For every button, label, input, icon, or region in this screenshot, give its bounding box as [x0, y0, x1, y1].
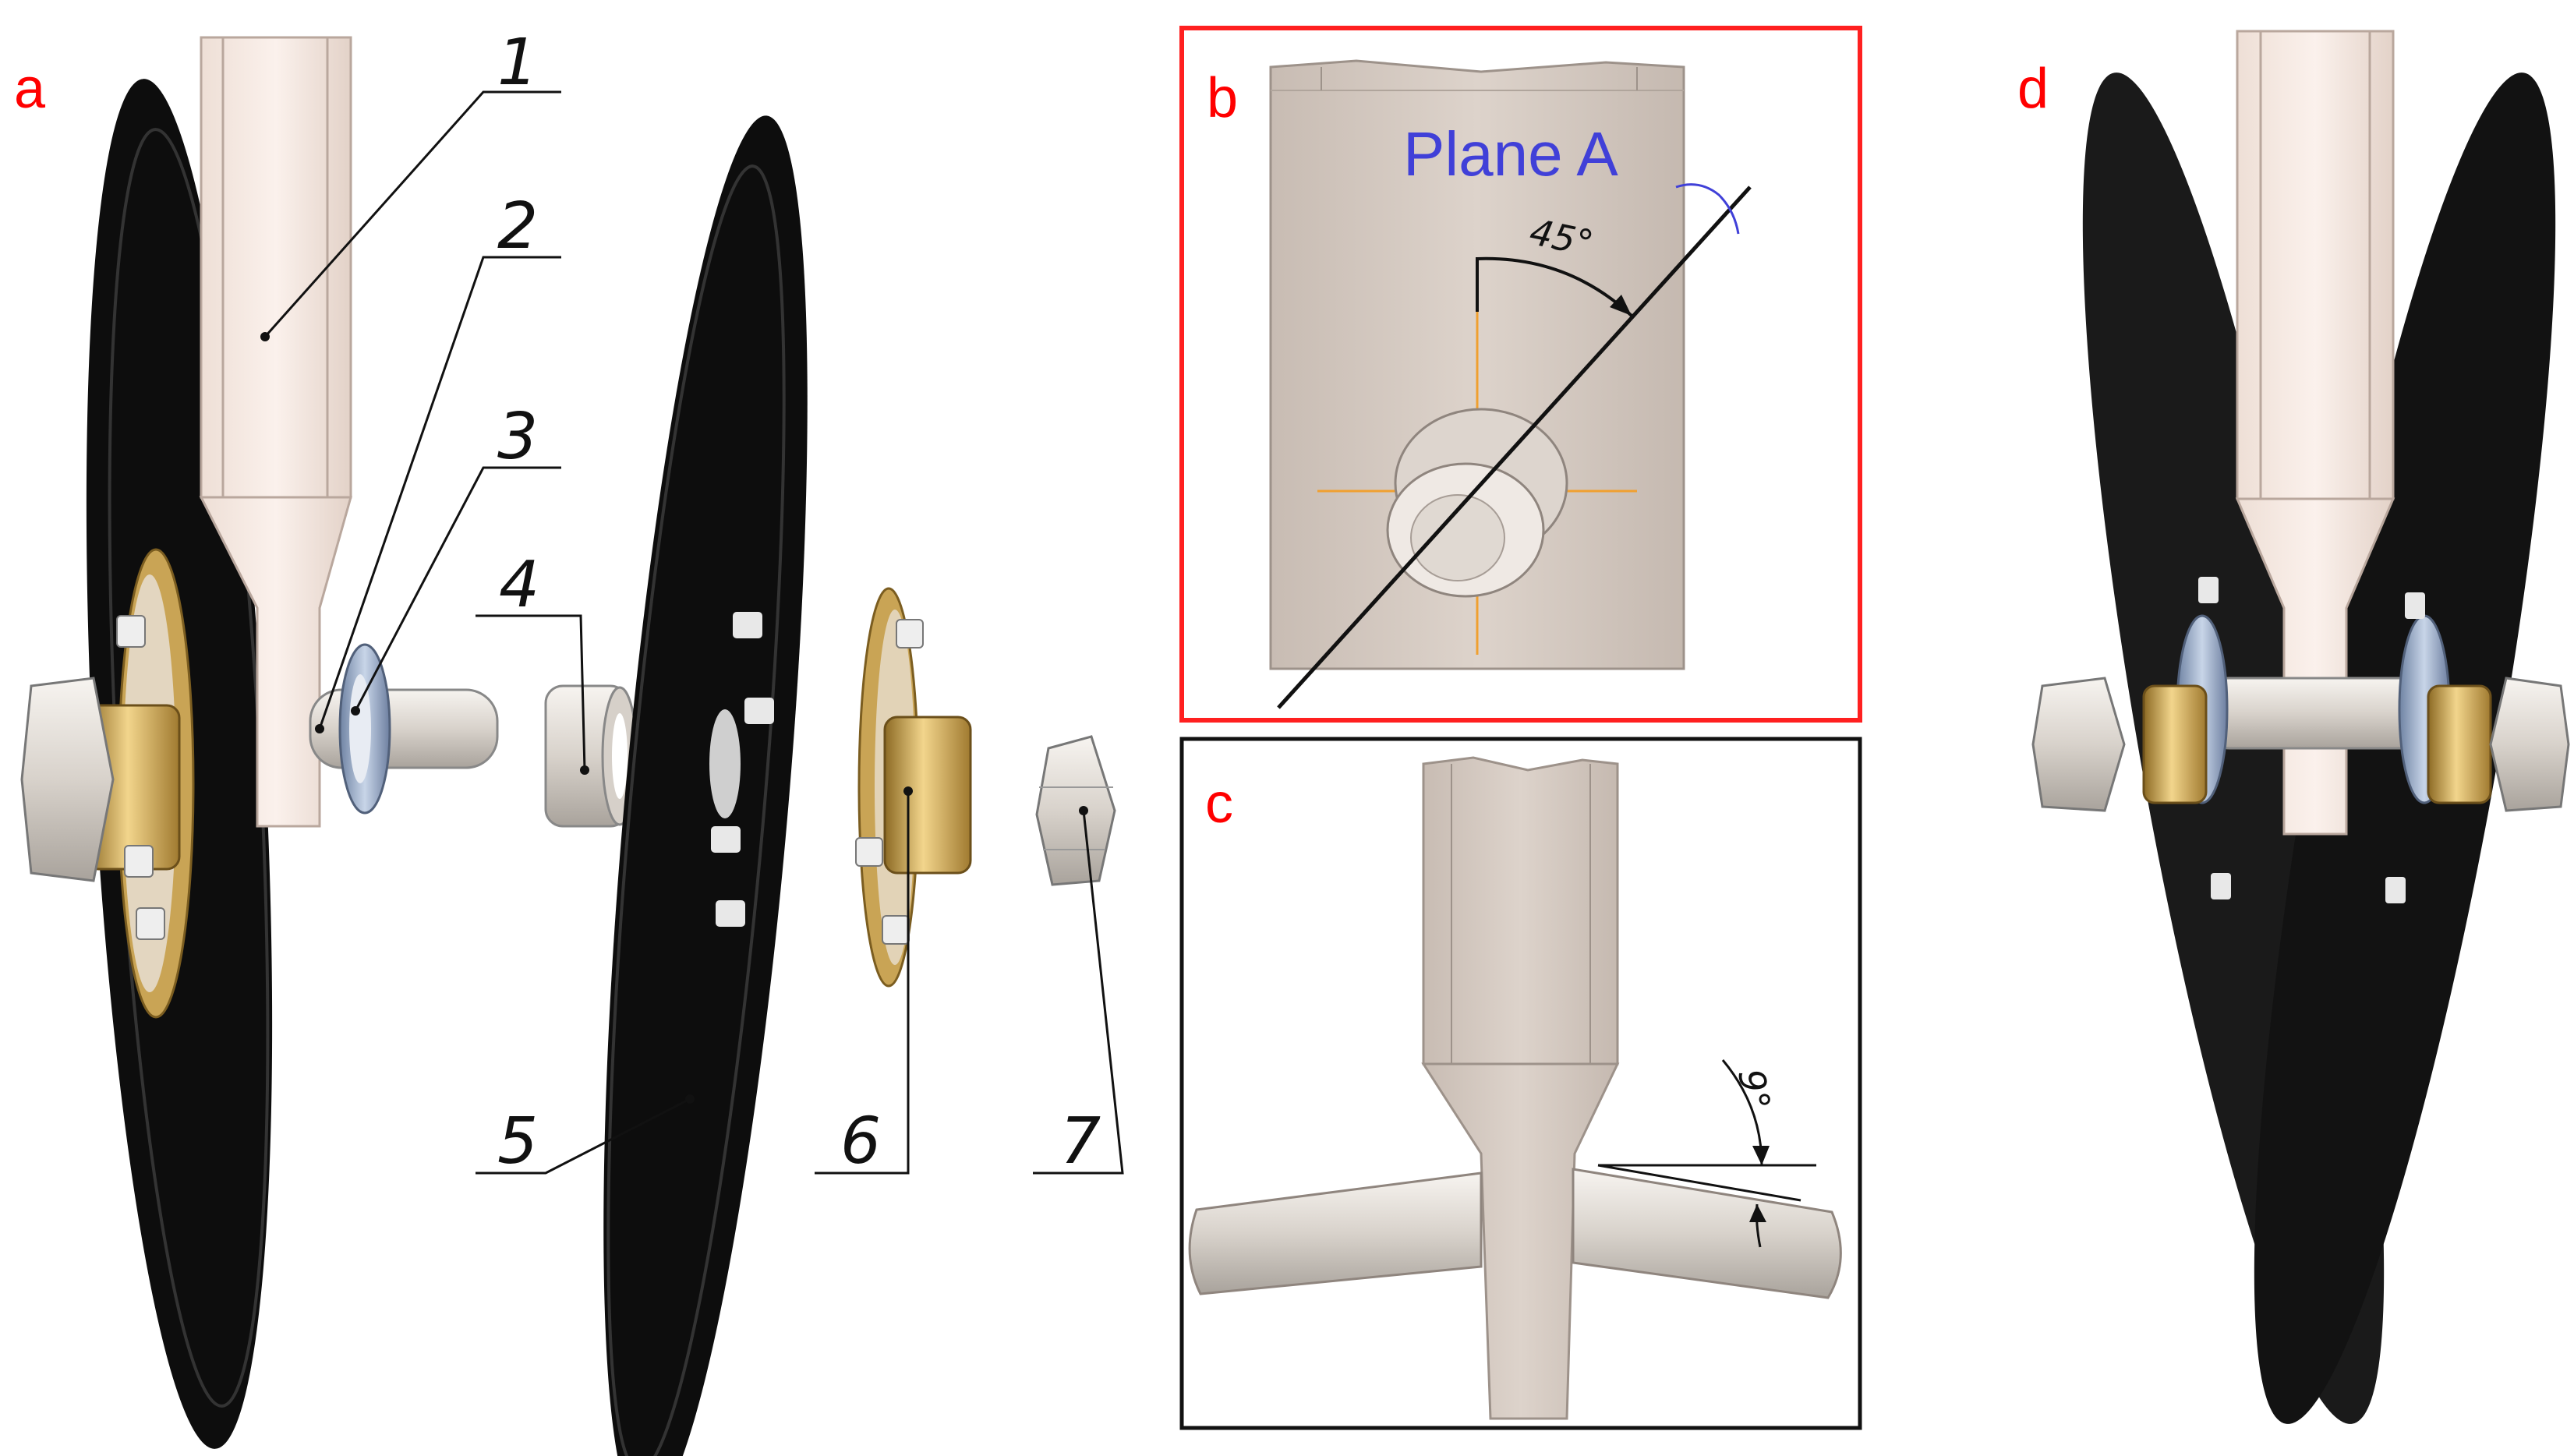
left-hub	[20, 548, 195, 1019]
callout-3: 3	[497, 400, 538, 474]
axle-and-washer	[309, 643, 499, 815]
panel-letter-a: a	[14, 58, 46, 120]
panel-c: c 9°	[1179, 737, 1862, 1430]
panel-letter-d: d	[2017, 58, 2049, 120]
callout-7: 7	[1060, 1104, 1101, 1179]
panel-b: b 45° Plane A	[1179, 26, 1862, 723]
middle-disc	[603, 115, 808, 1456]
callout-5: 5	[497, 1104, 538, 1179]
nut	[1035, 735, 1116, 886]
leader-lines	[263, 90, 1124, 1175]
callout-2: 2	[497, 189, 538, 263]
callout-4: 4	[499, 548, 539, 622]
callout-1: 1	[497, 26, 538, 100]
panel-letter-b: b	[1207, 67, 1238, 129]
callout-6: 6	[840, 1104, 881, 1179]
panel-letter-c: c	[1205, 772, 1233, 835]
plane-a-label: Plane A	[1403, 119, 1618, 189]
panel-d: d	[2017, 30, 2570, 1424]
panel-a: a	[14, 26, 1124, 1456]
bearing	[544, 684, 638, 828]
exploded-hub	[855, 587, 972, 988]
angle-label-9: 9°	[1730, 1066, 1778, 1114]
